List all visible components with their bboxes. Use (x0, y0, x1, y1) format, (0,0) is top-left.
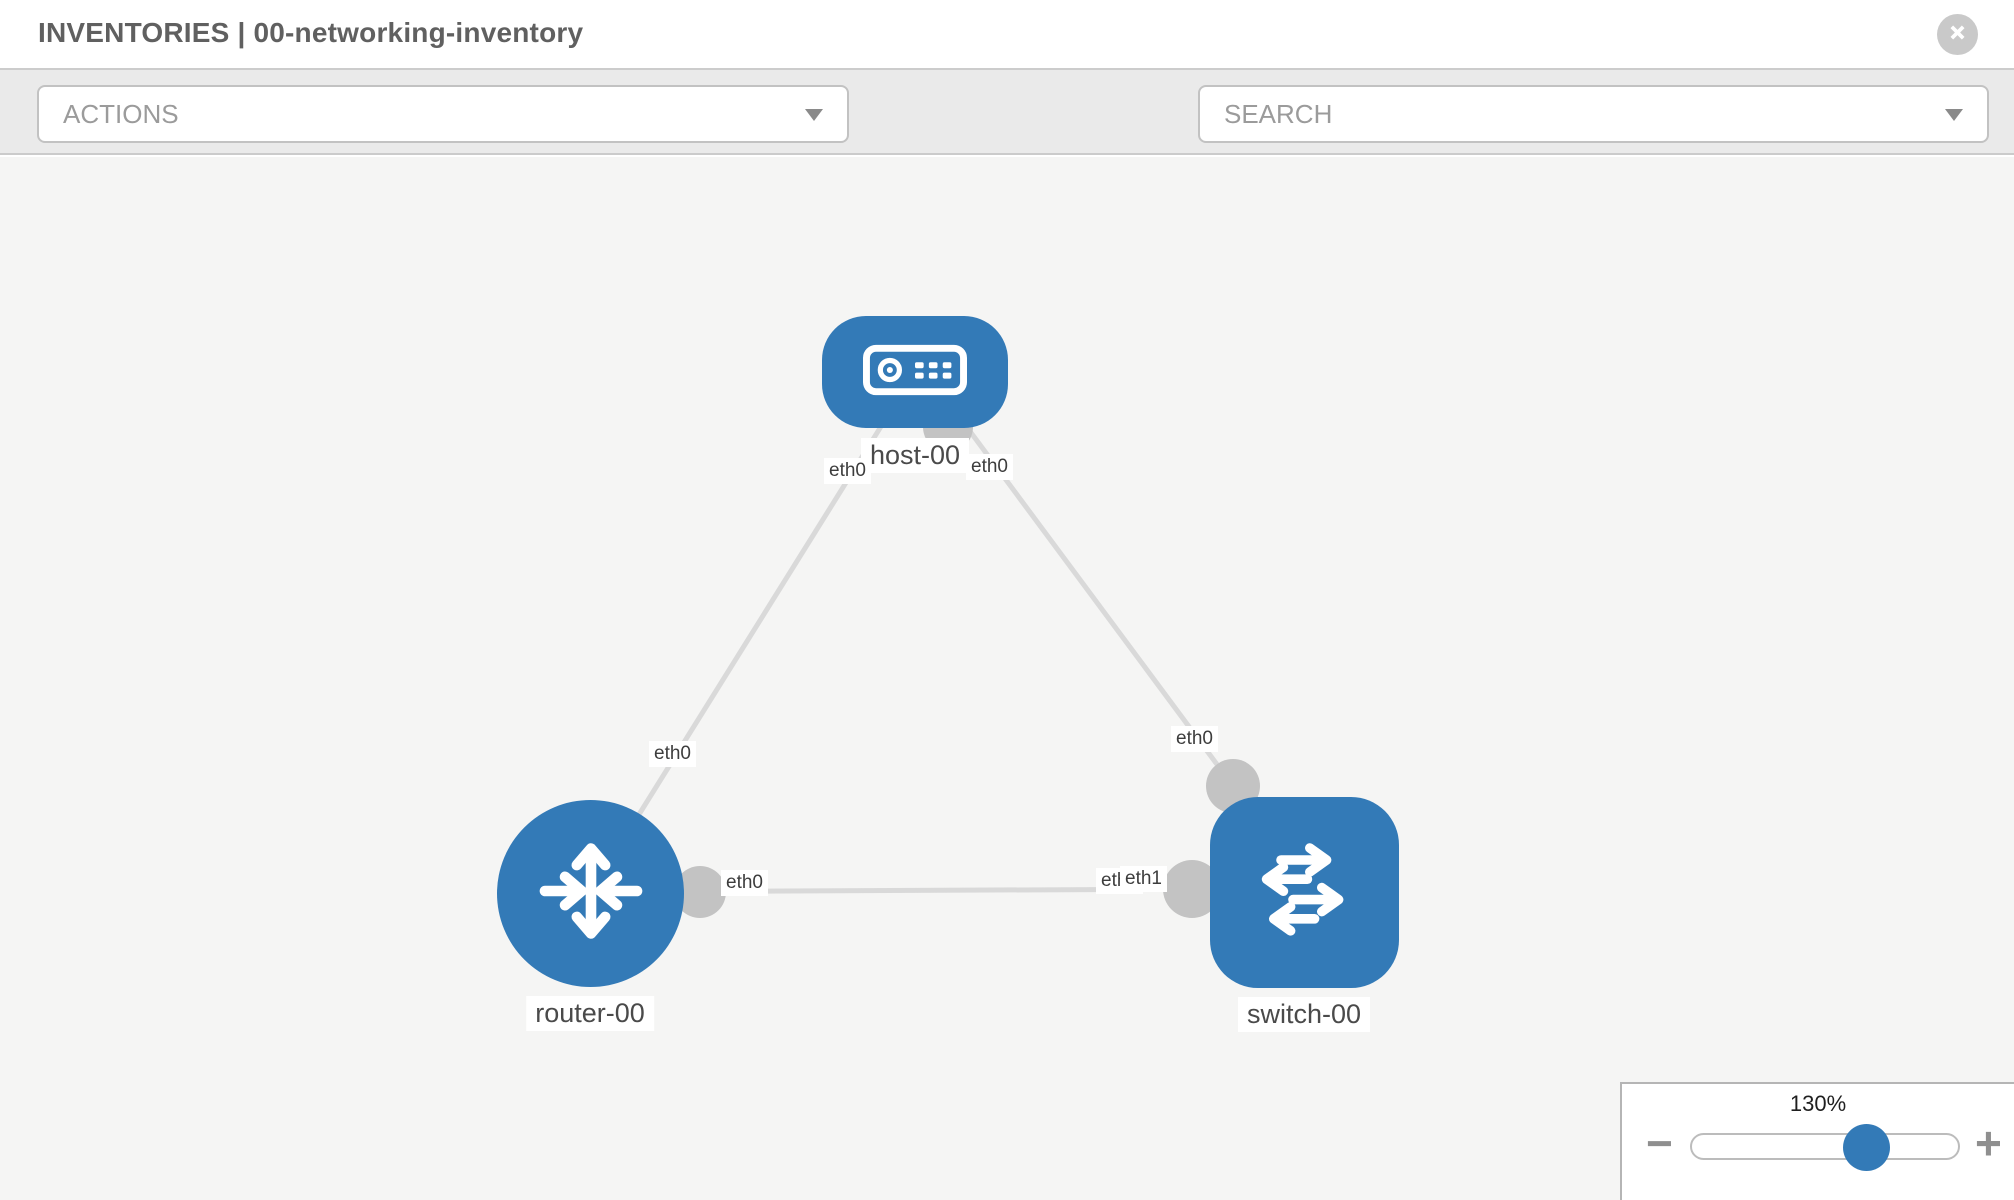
zoom-in-button[interactable]: + (1975, 1117, 2002, 1169)
zoom-panel: 130% − + (1620, 1082, 2014, 1200)
router-icon (532, 832, 650, 955)
port-circle-switch-left (1163, 860, 1221, 918)
port-label-router-right: eth0 (721, 870, 768, 896)
close-button[interactable] (1937, 14, 1978, 55)
port-label-host-right: eth0 (966, 454, 1013, 480)
switch-icon (1245, 830, 1365, 955)
node-switch-00[interactable] (1210, 797, 1399, 988)
header-bar: INVENTORIES | 00-networking-inventory (0, 0, 2014, 70)
node-host-00[interactable] (822, 316, 1008, 428)
port-label-host-left: eth0 (824, 458, 871, 484)
search-dropdown-label: SEARCH (1224, 98, 1333, 129)
node-label-router: router-00 (526, 996, 654, 1032)
node-label-switch: switch-00 (1237, 997, 1371, 1033)
chevron-down-icon (1945, 109, 1963, 121)
zoom-out-button[interactable]: − (1646, 1117, 1673, 1169)
search-dropdown[interactable]: SEARCH (1198, 85, 1989, 143)
actions-dropdown[interactable]: ACTIONS (37, 85, 849, 143)
chevron-down-icon (805, 109, 823, 121)
zoom-slider-track[interactable] (1690, 1124, 1960, 1171)
link-host-switch (923, 370, 1236, 788)
port-label-switch-top: eth0 (1171, 726, 1218, 752)
port-label-switch-left-group: eth0 eth1 (1096, 866, 1192, 896)
host-icon (863, 342, 967, 403)
toolbar: ACTIONS SEARCH (0, 70, 2014, 207)
topology-edges (587, 370, 1260, 918)
node-router-00[interactable] (497, 800, 684, 987)
node-label-host: host-00 (860, 438, 970, 474)
topology-canvas[interactable]: host-00 router-00 switch-00 eth0 eth0 et… (0, 157, 2014, 1200)
zoom-percent-label: 130% (1789, 1091, 1847, 1116)
port-label-router-top: eth0 (649, 741, 696, 767)
close-icon (1947, 22, 1968, 48)
zoom-slider-thumb[interactable] (1843, 1124, 1890, 1171)
port-label-switch-left-eth1: eth1 (1120, 866, 1167, 892)
actions-dropdown-label: ACTIONS (63, 98, 179, 129)
page-title: INVENTORIES | 00-networking-inventory (38, 17, 584, 48)
port-circle-router-right (674, 866, 726, 918)
